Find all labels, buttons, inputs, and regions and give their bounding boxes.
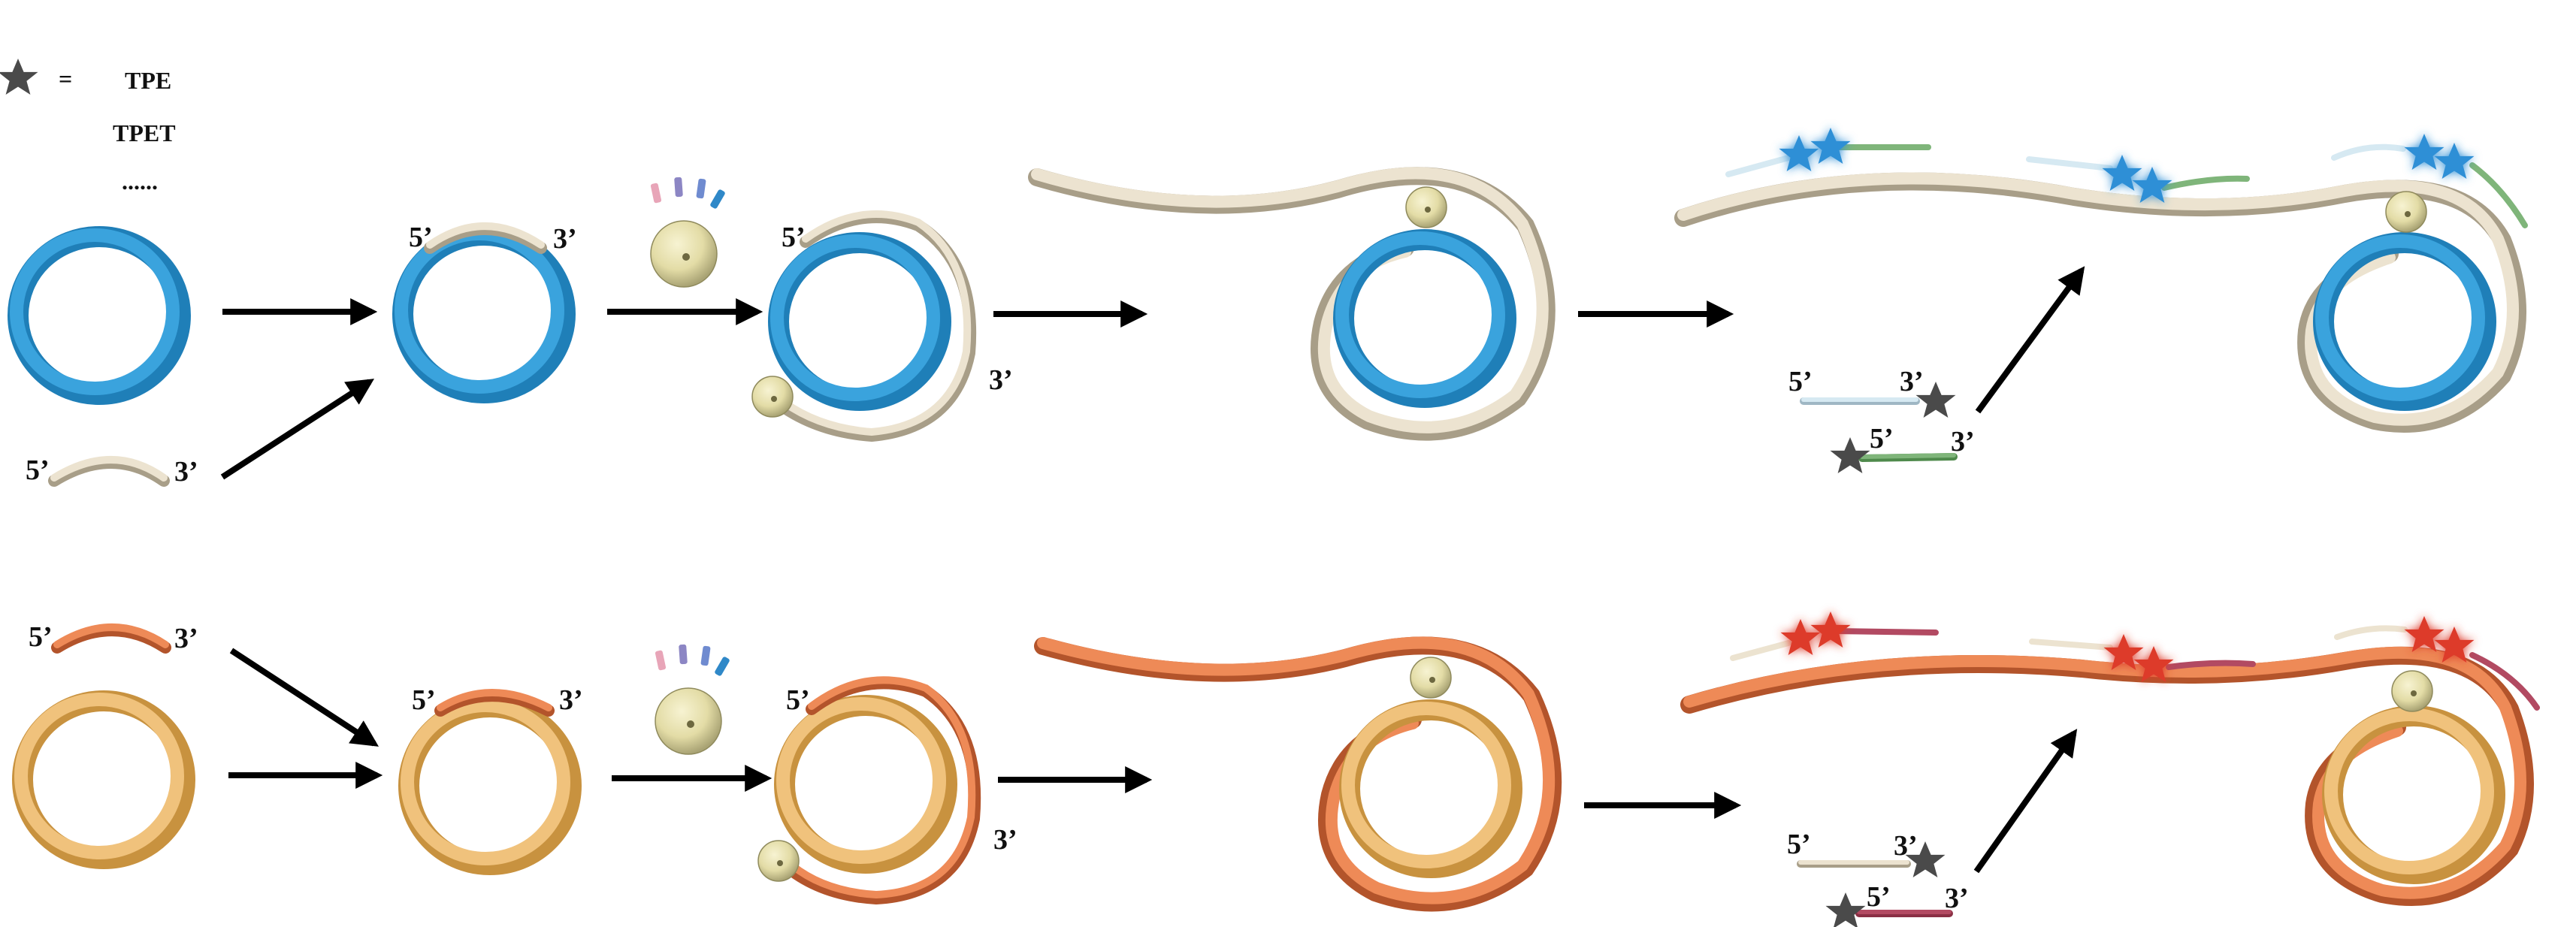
blue-ring-with-primer xyxy=(392,222,576,403)
label-3prime: 3’ xyxy=(993,824,1017,856)
legend-equals: = xyxy=(59,65,72,92)
label-5prime: 5’ xyxy=(786,684,810,716)
label-5prime: 5’ xyxy=(26,454,50,486)
arrow-diagonal xyxy=(1975,266,2085,414)
arrow-diagonal xyxy=(229,648,379,747)
nucleotides-icon xyxy=(650,177,725,209)
bottom-row: 5’ 3’ 5’ 3’ xyxy=(12,611,2540,927)
arrow-diagonal xyxy=(220,379,375,480)
label-5prime: 5’ xyxy=(1787,829,1811,860)
label-5prime: 5’ xyxy=(29,621,53,653)
label-5prime: 5’ xyxy=(409,222,433,253)
label-3prime: 3’ xyxy=(1900,366,1924,397)
arrow-diagonal xyxy=(1973,729,2078,874)
label-3prime: 3’ xyxy=(1951,426,1975,457)
probe-star-icon xyxy=(1830,437,1870,473)
top-row: 5’ 3’ 5’ 3’ 5’ 3’ xyxy=(8,128,2528,488)
label-3prime: 3’ xyxy=(174,456,198,488)
orange-ring-with-primer xyxy=(398,689,582,875)
label-5prime: 5’ xyxy=(1788,366,1813,397)
legend-item-tpe: TPE xyxy=(125,67,171,94)
primer-strand xyxy=(48,456,170,487)
probe-red xyxy=(1825,892,1953,927)
probe-light-blue xyxy=(1800,382,1956,418)
rca-product-cream xyxy=(1028,167,1556,441)
polymerase-icon xyxy=(650,220,718,288)
blue-ring-elongating xyxy=(751,210,977,442)
probe-green xyxy=(1830,437,1958,473)
legend: = TPE TPET ...... xyxy=(0,59,176,195)
rca-product-hybridized-blue xyxy=(1674,128,2528,433)
label-5prime: 5’ xyxy=(412,684,436,716)
nucleotides-icon xyxy=(655,644,730,676)
legend-item-tpet: TPET xyxy=(113,119,176,146)
orange-ring-elongating xyxy=(757,676,981,905)
label-3prime: 3’ xyxy=(553,223,577,255)
rca-product-hybridized-red xyxy=(1680,611,2540,906)
label-3prime: 3’ xyxy=(1945,883,1969,914)
tpe-star-icon xyxy=(0,59,38,95)
polymerase-icon xyxy=(655,687,722,755)
rca-product-orange xyxy=(1034,636,1562,912)
label-3prime: 3’ xyxy=(559,684,583,716)
label-5prime: 5’ xyxy=(782,222,806,253)
label-5prime: 5’ xyxy=(1870,423,1894,454)
label-3prime: 3’ xyxy=(989,364,1013,396)
label-3prime: 3’ xyxy=(174,623,198,654)
label-3prime: 3’ xyxy=(1894,830,1918,862)
label-5prime: 5’ xyxy=(1867,881,1891,913)
probe-star-icon xyxy=(1825,892,1866,927)
orange-primer-strand xyxy=(51,624,171,654)
legend-item-more: ...... xyxy=(122,168,158,195)
orange-template-ring xyxy=(12,690,195,869)
probe-cream xyxy=(1797,841,1946,877)
blue-template-ring xyxy=(8,226,191,405)
